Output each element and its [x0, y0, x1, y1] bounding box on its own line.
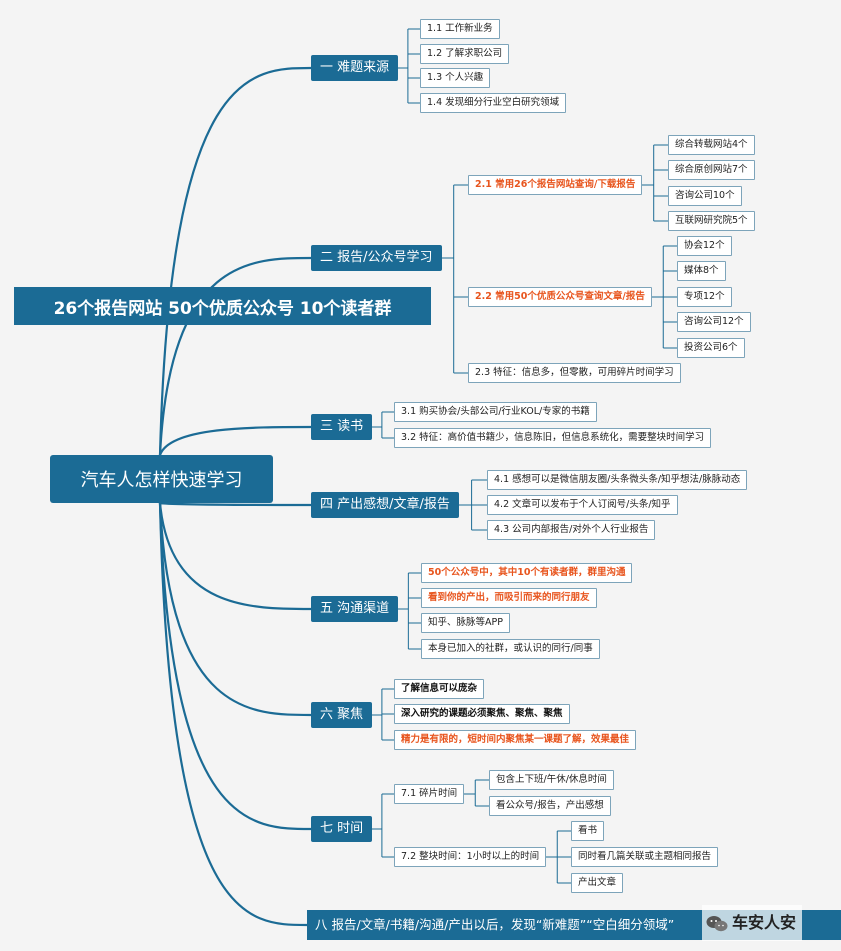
item-5-4: 本身已加入的社群，或认识的同行/同事 — [421, 639, 600, 659]
item-1-3: 1.3 个人兴趣 — [420, 68, 491, 88]
item-7-1-b: 看公众号/报告，产出感想 — [489, 796, 611, 816]
item-5-2: 看到你的产出，而吸引而来的同行朋友 — [421, 588, 597, 608]
logo-text: 车安人安 — [732, 913, 797, 932]
item-2-2-c: 专项12个 — [677, 287, 732, 307]
item-6-1: 了解信息可以庞杂 — [394, 679, 485, 699]
item-2-1-a: 综合转载网站4个 — [668, 135, 755, 155]
connector — [158, 502, 312, 831]
section-6-node: 六 聚焦 — [311, 702, 373, 728]
wechat-icon — [706, 915, 728, 931]
item-7-2: 7.2 整块时间：1小时以上的时间 — [394, 847, 547, 867]
item-2-2-e: 投资公司6个 — [677, 338, 745, 358]
item-7-1: 7.1 碎片时间 — [394, 784, 465, 804]
section-4-node: 四 产出感想/文章/报告 — [311, 492, 459, 518]
section-8-node: 八 报告/文章/书籍/沟通/产出以后，发现“新难题”“空白细分领域” — [307, 910, 841, 940]
root-node: 汽车人怎样快速学习 — [50, 455, 273, 503]
banner-title: 26个报告网站 50个优质公众号 10个读者群 — [14, 287, 431, 325]
item-2-1-d: 互联网研究院5个 — [668, 211, 755, 231]
item-2-2: 2.2 常用50个优质公众号查询文章/报告 — [468, 287, 652, 307]
item-4-1: 4.1 感想可以是微信朋友圈/头条微头条/知乎想法/脉脉动态 — [487, 470, 748, 490]
connector — [158, 502, 312, 611]
account-logo: 车安人安 — [702, 905, 803, 941]
connector — [158, 425, 312, 456]
item-2-3: 2.3 特征：信息多，但零散，可用碎片时间学习 — [468, 363, 681, 383]
item-4-2: 4.2 文章可以发布于个人订阅号/头条/知乎 — [487, 495, 678, 515]
connector — [158, 502, 308, 927]
item-1-4: 1.4 发现细分行业空白研究领域 — [420, 93, 567, 113]
item-7-1-a: 包含上下班/午休/休息时间 — [489, 770, 614, 790]
item-2-1-b: 综合原创网站7个 — [668, 160, 755, 180]
item-1-1: 1.1 工作新业务 — [420, 19, 500, 39]
item-2-2-a: 协会12个 — [677, 236, 732, 256]
section-1-node: 一 难题来源 — [311, 55, 399, 81]
item-7-2-c: 产出文章 — [571, 873, 624, 893]
section-3-node: 三 读书 — [311, 414, 373, 440]
item-7-2-b: 同时看几篇关联或主题相同报告 — [571, 847, 719, 867]
item-6-2: 深入研究的课题必须聚焦、聚焦、聚焦 — [394, 704, 570, 724]
connector — [159, 501, 312, 507]
item-3-1: 3.1 购买协会/头部公司/行业KOL/专家的书籍 — [394, 402, 597, 422]
connector — [158, 256, 312, 456]
item-4-3: 4.3 公司内部报告/对外个人行业报告 — [487, 520, 656, 540]
item-7-2-a: 看书 — [571, 821, 605, 841]
connector — [158, 66, 312, 456]
section-2-node: 二 报告/公众号学习 — [311, 245, 442, 271]
item-6-3: 精力是有限的，短时间内聚焦某一课题了解，效果最佳 — [394, 730, 637, 750]
item-1-2: 1.2 了解求职公司 — [420, 44, 510, 64]
item-2-2-d: 咨询公司12个 — [677, 312, 751, 332]
item-2-1-c: 咨询公司10个 — [668, 186, 742, 206]
section-7-node: 七 时间 — [311, 816, 373, 842]
item-2-2-b: 媒体8个 — [677, 261, 726, 281]
item-3-2: 3.2 特征：高价值书籍少，信息陈旧，但信息系统化，需要整块时间学习 — [394, 428, 712, 448]
item-5-3: 知乎、脉脉等APP — [421, 613, 510, 633]
connector — [158, 502, 312, 717]
section-5-node: 五 沟通渠道 — [311, 596, 399, 622]
item-2-1: 2.1 常用26个报告网站查询/下载报告 — [468, 175, 643, 195]
item-5-1: 50个公众号中，其中10个有读者群，群里沟通 — [421, 563, 633, 583]
